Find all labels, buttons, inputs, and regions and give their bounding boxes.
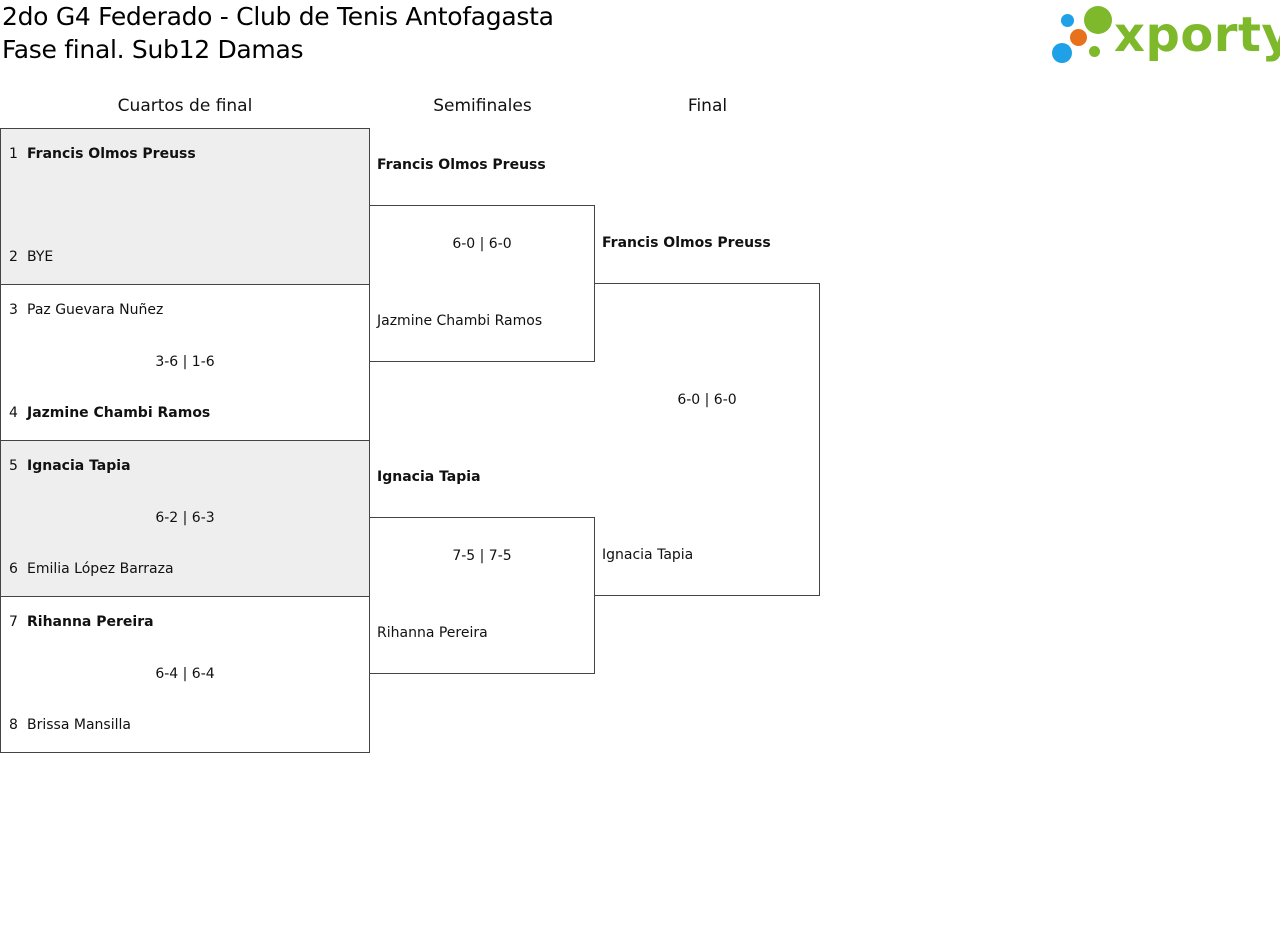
logo-dot-green-small-icon bbox=[1089, 46, 1100, 57]
qf4-player1: 7 Rihanna Pereira bbox=[9, 614, 154, 630]
phase-subtitle: Fase final. Sub12 Damas bbox=[2, 35, 304, 64]
sf1-player1[interactable]: Francis Olmos Preuss bbox=[377, 157, 546, 173]
logo-dot-blue-large-icon bbox=[1052, 43, 1072, 63]
logo-dot-blue-small-icon bbox=[1061, 14, 1074, 27]
player-name: Rihanna Pereira bbox=[27, 614, 154, 630]
seed-number: 3 bbox=[9, 302, 18, 318]
sf2-player1[interactable]: Ignacia Tapia bbox=[377, 469, 481, 485]
sf2-player2[interactable]: Rihanna Pereira bbox=[377, 625, 488, 641]
logo-dot-green-icon bbox=[1084, 6, 1112, 34]
sf2-score: 7-5 | 7-5 bbox=[452, 548, 512, 564]
round-header-final: Final bbox=[687, 96, 728, 116]
final-bracket-connector bbox=[595, 283, 820, 596]
seed-number: 1 bbox=[9, 146, 18, 162]
qf1-player1: 1 Francis Olmos Preuss bbox=[9, 146, 196, 162]
player-name: Ignacia Tapia bbox=[27, 458, 131, 474]
seed-number: 5 bbox=[9, 458, 18, 474]
player-name: Paz Guevara Nuñez bbox=[27, 302, 164, 318]
sf1-score: 6-0 | 6-0 bbox=[452, 236, 512, 252]
player-name: Jazmine Chambi Ramos bbox=[27, 405, 211, 421]
match-score: 6-2 | 6-3 bbox=[155, 510, 215, 526]
qf3-player1: 5 Ignacia Tapia bbox=[9, 458, 131, 474]
tournament-title: 2do G4 Federado - Club de Tenis Antofaga… bbox=[2, 2, 554, 31]
quarterfinal-match-4[interactable]: 7 Rihanna Pereira 6-4 | 6-4 8 Brissa Mansi… bbox=[0, 596, 370, 753]
qf2-player1: 3 Paz Guevara Nuñez bbox=[9, 302, 163, 318]
sf2-bracket-connector bbox=[370, 517, 595, 674]
quarterfinal-match-3[interactable]: 5 Ignacia Tapia 6-2 | 6-3 6 Emilia López B… bbox=[0, 440, 370, 597]
seed-number: 7 bbox=[9, 614, 18, 630]
qf2-player2: 4 Jazmine Chambi Ramos bbox=[9, 405, 210, 421]
player-name: Francis Olmos Preuss bbox=[27, 146, 196, 162]
round-header-semifinals: Semifinales bbox=[433, 96, 532, 116]
xporty-logo[interactable]: xporty bbox=[1050, 4, 1280, 68]
qf1-player2: 2 BYE bbox=[9, 249, 53, 265]
qf4-player2: 8 Brissa Mansilla bbox=[9, 717, 131, 733]
match-score: 6-4 | 6-4 bbox=[155, 666, 215, 682]
qf3-player2: 6 Emilia López Barraza bbox=[9, 561, 174, 577]
seed-number: 8 bbox=[9, 717, 18, 733]
player-name: Emilia López Barraza bbox=[27, 561, 174, 577]
final-player1[interactable]: Francis Olmos Preuss bbox=[602, 235, 771, 251]
final-player2[interactable]: Ignacia Tapia bbox=[602, 547, 694, 563]
seed-number: 4 bbox=[9, 405, 18, 421]
sf1-player2[interactable]: Jazmine Chambi Ramos bbox=[377, 313, 543, 329]
logo-dot-orange-icon bbox=[1070, 29, 1087, 46]
quarterfinal-match-1[interactable]: 1 Francis Olmos Preuss 2 BYE bbox=[0, 128, 370, 285]
player-name: Brissa Mansilla bbox=[27, 717, 131, 733]
final-score: 6-0 | 6-0 bbox=[677, 392, 737, 408]
seed-number: 2 bbox=[9, 249, 18, 265]
quarterfinal-match-2[interactable]: 3 Paz Guevara Nuñez 3-6 | 1-6 4 Jazmine Ch… bbox=[0, 284, 370, 441]
seed-number: 6 bbox=[9, 561, 18, 577]
player-name: BYE bbox=[27, 249, 54, 265]
sf1-bracket-connector bbox=[370, 205, 595, 362]
round-header-quarterfinals: Cuartos de final bbox=[117, 96, 253, 116]
match-score: 3-6 | 1-6 bbox=[155, 354, 215, 370]
logo-wordmark: xporty bbox=[1114, 7, 1280, 63]
